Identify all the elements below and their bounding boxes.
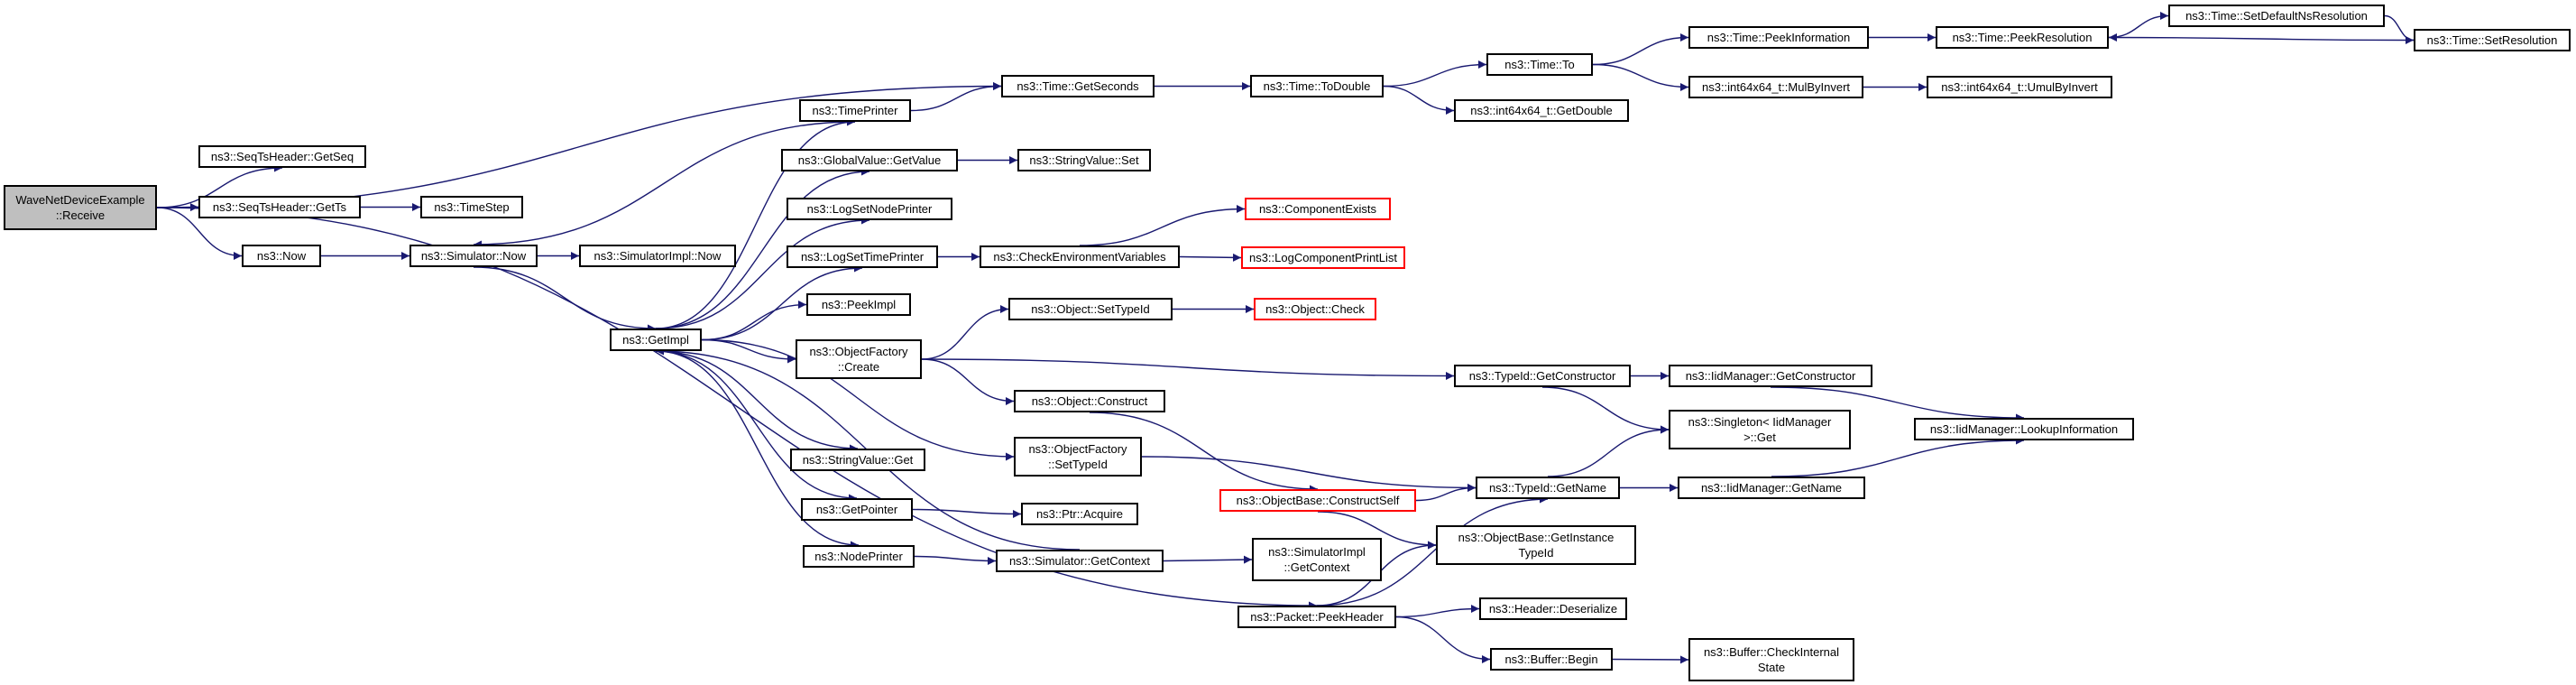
node-typeidgetname[interactable]: ns3::TypeId::GetName [1476,477,1620,499]
node-simgetctx[interactable]: ns3::Simulator::GetContext [996,550,1164,572]
node-iidgetname[interactable]: ns3::IidManager::GetName [1678,477,1865,499]
node-peekinfo[interactable]: ns3::Time::PeekInformation [1688,26,1869,49]
edge-iidgetctor-to-iidlookup [1770,386,2025,422]
node-nodeprinter[interactable]: ns3::NodePrinter [803,545,915,568]
edge-getpointer-to-ptracquire [912,508,1022,518]
edge-ofcreate-to-objconstruct [921,358,1015,405]
node-umulbyinvert[interactable]: ns3::int64x64_t::UmulByInvert [1927,76,2112,98]
edge-getimpl-to-ofcreate [701,338,796,364]
edge-objbasecs-to-typeidgetname [1415,484,1477,502]
node-peekimpl[interactable]: ns3::PeekImpl [806,293,911,316]
node-ofsettypeid[interactable]: ns3::ObjectFactory ::SetTypeId [1014,437,1142,477]
edge-typeidgetname-to-singleton [1547,425,1670,477]
node-stringget[interactable]: ns3::StringValue::Get [790,449,925,471]
node-root: WaveNetDeviceExample ::Receive [4,185,157,230]
edge-checkenv-to-logcompprint [1179,253,1242,262]
node-compexists[interactable]: ns3::ComponentExists [1245,198,1391,220]
node-simimplgetctx[interactable]: ns3::SimulatorImpl ::GetContext [1252,538,1382,581]
edge-getimpl-to-globalgetvalue [655,167,870,329]
node-objcheck[interactable]: ns3::Object::Check [1254,298,1376,320]
node-typeidgetctor[interactable]: ns3::TypeId::GetConstructor [1454,365,1631,387]
node-getpointer[interactable]: ns3::GetPointer [801,498,913,521]
node-peekheader[interactable]: ns3::Packet::PeekHeader [1237,606,1396,628]
node-iidlookup[interactable]: ns3::IidManager::LookupInformation [1914,418,2134,440]
edge-getimpl-to-timeprinter [655,117,856,329]
node-objsettypeid[interactable]: ns3::Object::SetTypeId [1008,298,1173,320]
node-mulbyinvert[interactable]: ns3::int64x64_t::MulByInvert [1688,76,1863,98]
node-simnow[interactable]: ns3::Simulator::Now [409,245,538,267]
node-singleton[interactable]: ns3::Singleton< IidManager >::Get [1669,410,1851,449]
edge-timeto-to-peekinfo [1592,33,1689,66]
node-ofcreate[interactable]: ns3::ObjectFactory ::Create [796,339,922,379]
node-logcompprint[interactable]: ns3::LogComponentPrintList [1241,246,1405,269]
node-setres[interactable]: ns3::Time::SetResolution [2414,29,2571,51]
node-timeto[interactable]: ns3::Time::To [1486,53,1593,76]
node-ptracquire[interactable]: ns3::Ptr::Acquire [1021,503,1138,525]
edge-objbasecs-to-objbasegetinst [1317,511,1437,550]
node-objconstruct[interactable]: ns3::Object::Construct [1014,390,1165,412]
edge-root-to-peekheader [156,207,1318,610]
edge-bufferbegin-to-buffercheck [1612,655,1689,664]
edge-getimpl-to-getpointer [655,350,858,503]
edge-getimpl-to-logsetnode [655,216,870,329]
node-setdefaultns[interactable]: ns3::Time::SetDefaultNsResolution [2168,5,2385,27]
node-todouble[interactable]: ns3::Time::ToDouble [1250,75,1384,97]
edge-objconstruct-to-objbasecs [1089,412,1319,494]
node-simimplnow[interactable]: ns3::SimulatorImpl::Now [579,245,736,267]
node-stringset[interactable]: ns3::StringValue::Set [1017,149,1151,171]
node-globalgetvalue[interactable]: ns3::GlobalValue::GetValue [781,149,958,171]
edge-peekheader-to-headerdeser [1395,605,1480,618]
node-buffercheck[interactable]: ns3::Buffer::CheckInternal State [1688,638,1854,681]
node-peekres[interactable]: ns3::Time::PeekResolution [1936,26,2109,49]
edge-timeprinter-to-getseconds [910,82,1002,112]
node-now[interactable]: ns3::Now [242,245,321,267]
edge-root-to-getseq [156,163,283,208]
edge-checkenv-to-compexists [1079,205,1246,246]
edge-simgetctx-to-simimplgetctx [1163,555,1253,564]
edge-todouble-to-getdouble [1383,85,1455,115]
node-getts[interactable]: ns3::SeqTsHeader::GetTs [198,196,361,218]
edge-ofcreate-to-typeidgetctor [921,358,1455,380]
edge-setres-to-peekres [2108,33,2415,42]
edge-getimpl-to-stringget [655,350,859,453]
edge-getimpl-to-peekimpl [701,301,807,341]
edge-peekheader-to-bufferbegin [1395,616,1491,663]
edge-ofsettypeid-to-typeidgetname [1141,456,1477,492]
edge-timeprinter-to-simnow [473,121,856,249]
edge-iidgetname-to-iidlookup [1771,436,2025,477]
node-timestep[interactable]: ns3::TimeStep [420,196,523,218]
node-iidgetctor[interactable]: ns3::IidManager::GetConstructor [1669,365,1872,387]
node-getdouble[interactable]: ns3::int64x64_t::GetDouble [1454,99,1629,122]
edge-todouble-to-timeto [1383,60,1487,88]
edge-nodeprinter-to-simgetctx [914,555,997,565]
node-getseconds[interactable]: ns3::Time::GetSeconds [1001,75,1155,97]
edge-peekheader-to-typeidgetname [1316,495,1549,606]
node-objbasecs[interactable]: ns3::ObjectBase::ConstructSelf [1219,489,1416,512]
edge-timeto-to-mulbyinvert [1592,63,1689,91]
node-headerdeser[interactable]: ns3::Header::Deserialize [1479,597,1627,620]
edge-getimpl-to-ofsettypeid [701,338,1015,461]
edge-ofcreate-to-objsettypeid [921,305,1009,360]
edge-getimpl-to-nodeprinter [655,350,860,550]
edge-getimpl-to-logsettime [701,264,863,341]
edge-root-to-now [156,207,243,260]
node-getseq[interactable]: ns3::SeqTsHeader::GetSeq [198,145,366,168]
node-bufferbegin[interactable]: ns3::Buffer::Begin [1490,648,1613,671]
edge-peekres-to-setdefaultns [2108,12,2169,39]
edge-simnow-to-getimpl [473,266,657,333]
node-getimpl[interactable]: ns3::GetImpl [610,329,702,351]
node-logsettime[interactable]: ns3::LogSetTimePrinter [787,245,938,268]
edge-setdefaultns-to-setres [2384,14,2415,44]
node-objbasegetinst[interactable]: ns3::ObjectBase::GetInstance TypeId [1436,525,1636,565]
node-logsetnode[interactable]: ns3::LogSetNodePrinter [787,198,952,220]
edge-typeidgetctor-to-singleton [1541,386,1670,434]
node-timeprinter[interactable]: ns3::TimePrinter [799,99,911,122]
node-checkenv[interactable]: ns3::CheckEnvironmentVariables [980,245,1180,268]
